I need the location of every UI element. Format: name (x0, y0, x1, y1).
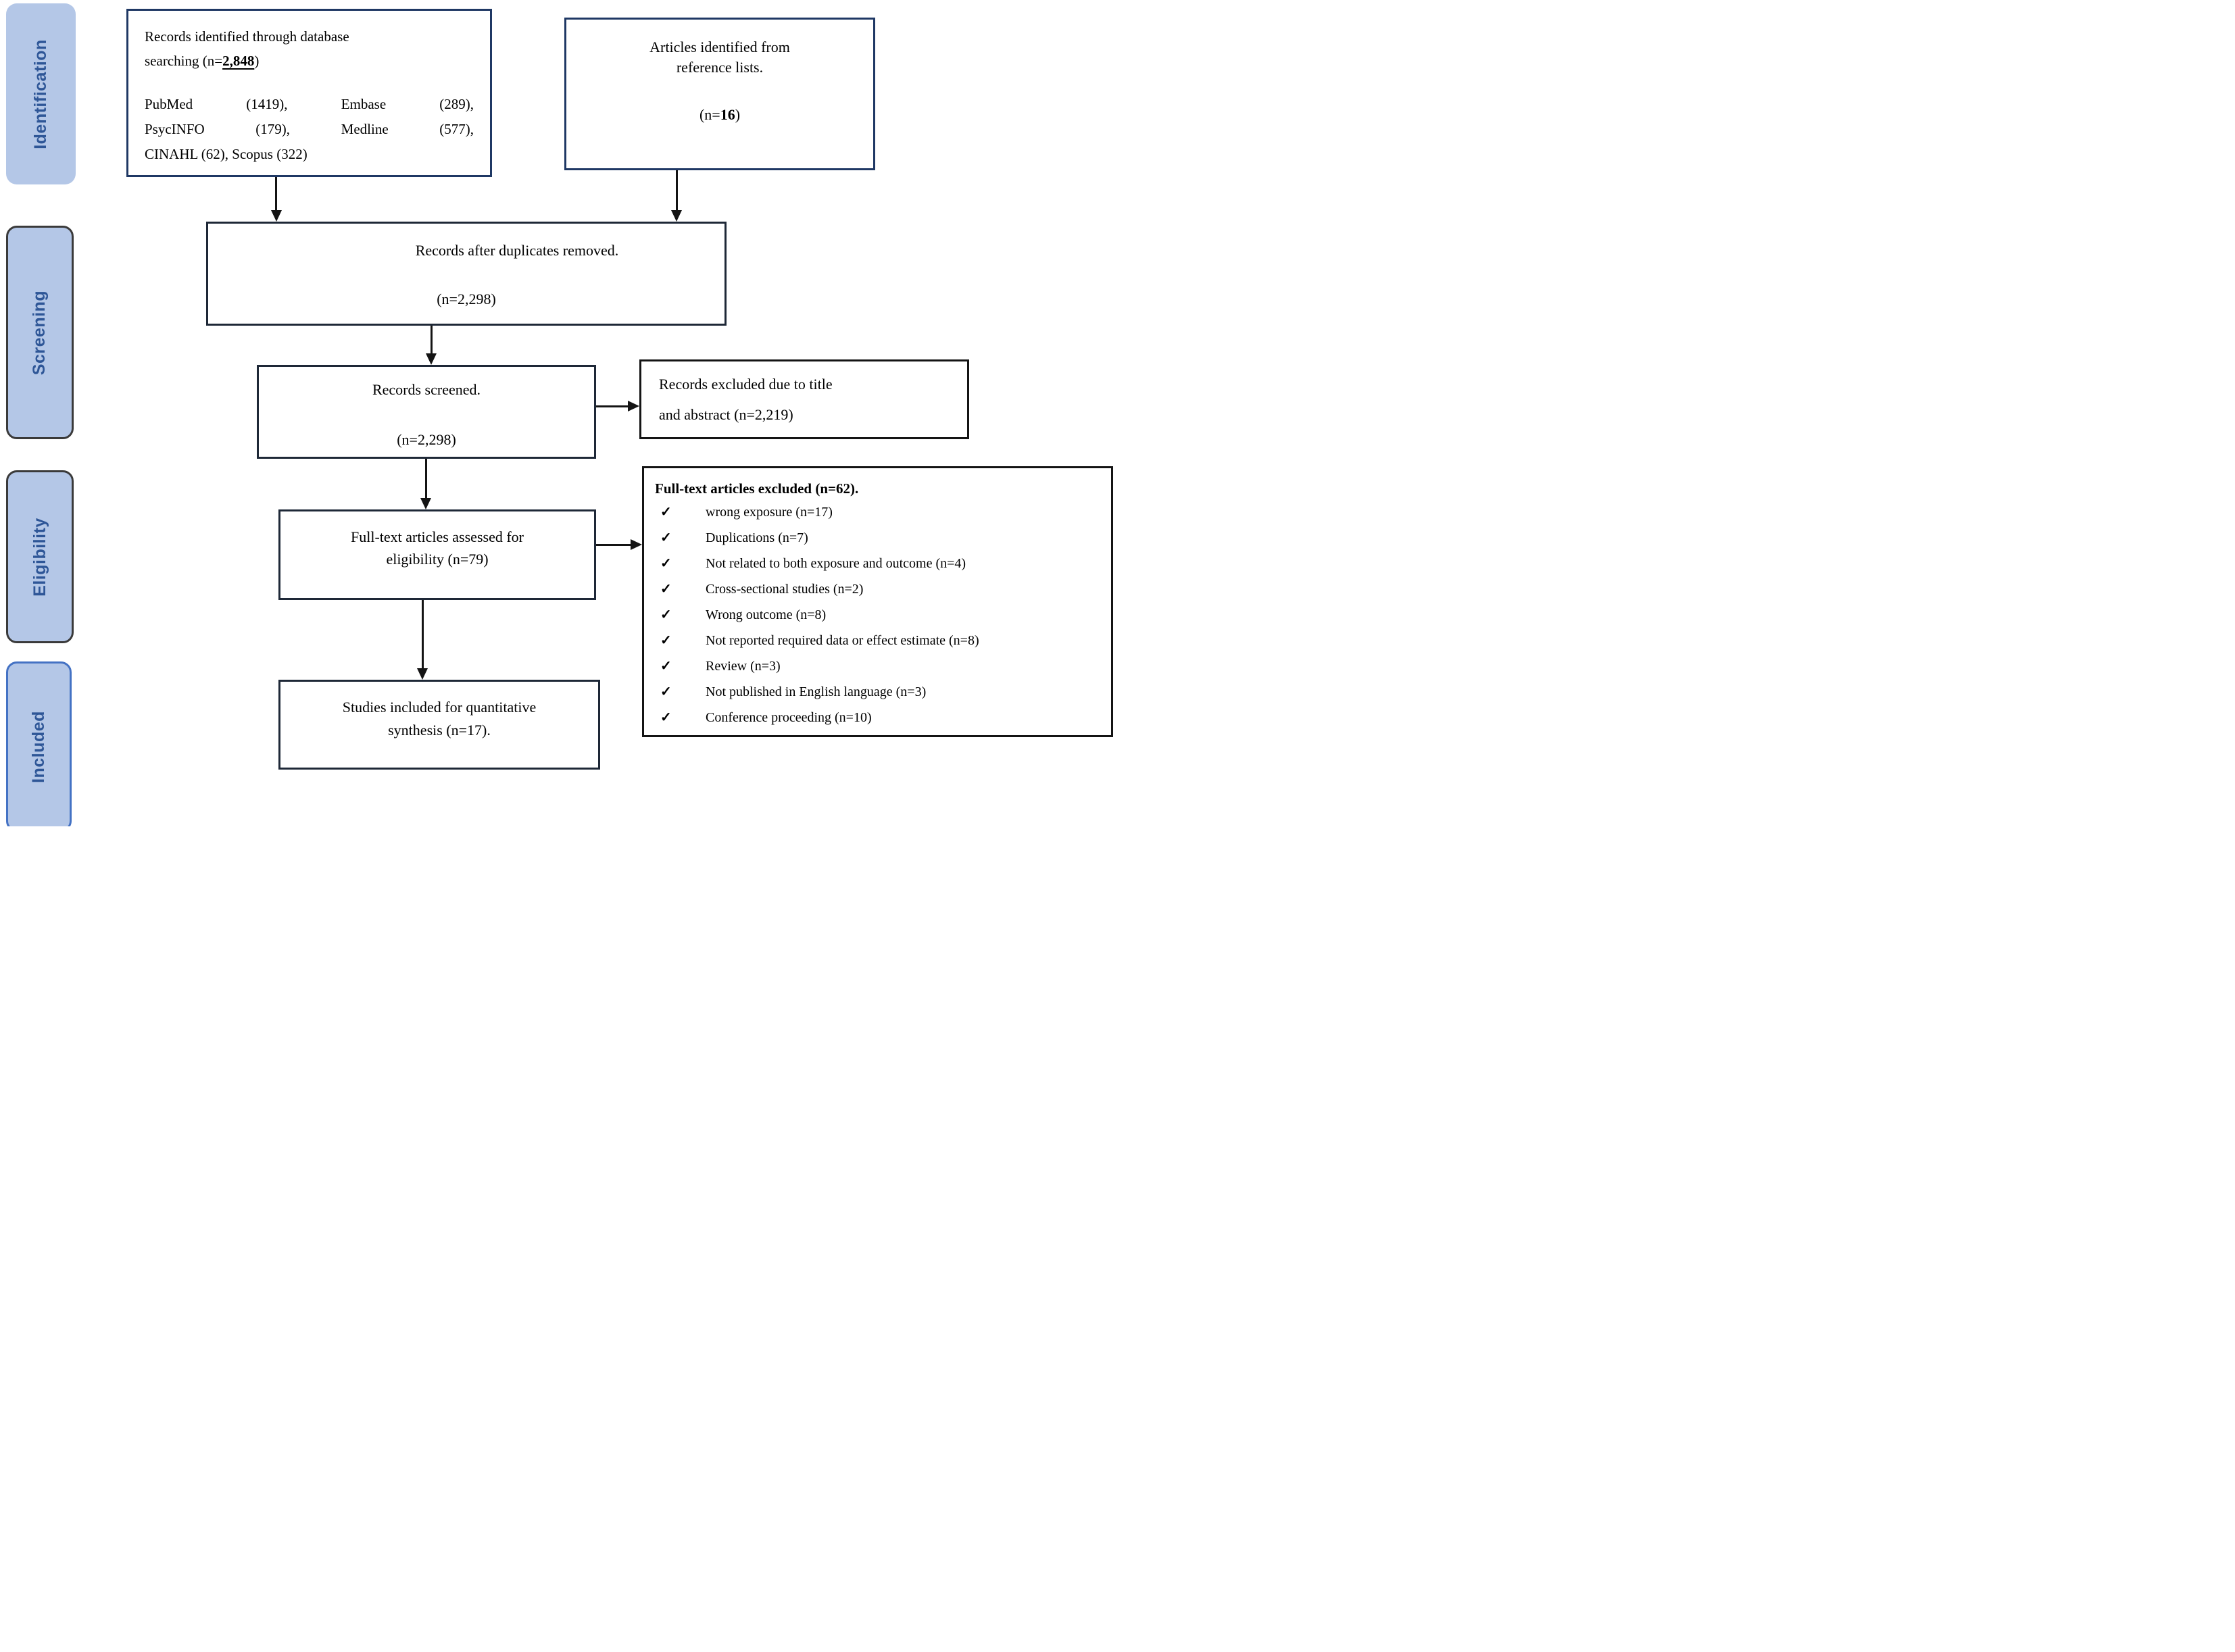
exclusion-reason-item: ✓ Not reported required data or effect e… (655, 628, 1102, 653)
checkmark-icon: ✓ (660, 582, 672, 597)
arrow-down-icon (426, 353, 437, 365)
checkmark-icon: ✓ (660, 659, 672, 674)
arrow-right-icon (631, 539, 642, 550)
exclusion-reason-text: Not published in English language (n=3) (706, 684, 927, 699)
exclusion-reason-text: Review (n=3) (706, 659, 781, 674)
arrow-identified-to-duplicates (275, 177, 277, 211)
exclusion-reason-text: Cross-sectional studies (n=2) (706, 582, 864, 597)
arrow-down-icon (271, 210, 282, 222)
box-records-identified-title: Records identified through database sear… (145, 28, 349, 69)
box-records-screened: Records screened. (n=2,298) (257, 365, 596, 459)
box-studies-included: Studies included for quantitative synthe… (278, 680, 600, 770)
identified-count: 2,848 (222, 53, 255, 69)
stage-label-eligibility: Eligibility (6, 470, 74, 643)
fulltext-excluded-title: Full-text articles excluded (n=62). (655, 480, 859, 497)
box-duplicates-removed-text: Records after duplicates removed. (415, 242, 619, 259)
exclusion-reason-text: Duplications (n=7) (706, 530, 808, 545)
arrow-duplicates-to-screened (431, 326, 433, 355)
stage-label-identification: Identification (6, 3, 76, 184)
exclusion-reason-item: ✓ Not related to both exposure and outco… (655, 551, 1102, 576)
checkmark-icon: ✓ (660, 684, 672, 699)
stage-label-text: Eligibility (30, 517, 49, 597)
arrow-screened-to-excluded (596, 405, 629, 407)
stage-label-screening: Screening (6, 226, 74, 439)
box-records-screened-text: Records screened. (372, 381, 481, 398)
box-duplicates-removed: Records after duplicates removed. (n=2,2… (206, 222, 727, 326)
exclusion-reason-item: ✓ Not published in English language (n=3… (655, 679, 1102, 705)
records-screened-count: (n=2,298) (397, 431, 456, 448)
checkmark-icon: ✓ (660, 607, 672, 622)
stage-label-text: Screening (30, 290, 49, 375)
arrow-down-icon (420, 498, 431, 509)
exclusion-reason-text: Conference proceeding (n=10) (706, 710, 872, 725)
arrow-fulltext-to-excluded (596, 544, 632, 546)
exclusion-reason-text: Not related to both exposure and outcome… (706, 556, 966, 571)
reference-lists-count: (n=16) (699, 106, 741, 123)
arrow-down-icon (671, 210, 682, 222)
exclusion-reason-item: ✓ Conference proceeding (n=10) (655, 705, 1102, 730)
box-fulltext-excluded: Full-text articles excluded (n=62). ✓ wr… (642, 466, 1113, 737)
exclusion-reason-item: ✓ Review (n=3) (655, 653, 1102, 679)
exclusion-reason-item: ✓ Wrong outcome (n=8) (655, 602, 1102, 628)
database-line: PsycINFO (179), Medline (577), (145, 121, 474, 137)
exclusion-reason-item: ✓ Duplications (n=7) (655, 525, 1102, 551)
box-reference-lists-text: Articles identified from reference lists… (649, 39, 790, 76)
arrow-right-icon (628, 401, 639, 411)
duplicates-removed-count: (n=2,298) (437, 291, 496, 307)
box-fulltext-assessed: Full-text articles assessed for eligibil… (278, 509, 596, 600)
stage-label-text: Included (29, 710, 49, 783)
prisma-flow-diagram: Identification Screening Eligibility Inc… (0, 0, 1118, 826)
box-reference-lists: Articles identified from reference lists… (564, 18, 875, 170)
exclusion-reason-text: Not reported required data or effect est… (706, 633, 979, 648)
exclusion-reason-item: ✓ Cross-sectional studies (n=2) (655, 576, 1102, 602)
stage-label-text: Identification (31, 39, 50, 149)
exclusion-reasons-list: ✓ wrong exposure (n=17) ✓ Duplications (… (655, 499, 1102, 730)
checkmark-icon: ✓ (660, 710, 672, 725)
checkmark-icon: ✓ (660, 633, 672, 648)
box-records-identified: Records identified through database sear… (126, 9, 492, 177)
exclusion-reason-text: Wrong outcome (n=8) (706, 607, 827, 622)
exclusion-reason-text: wrong exposure (n=17) (706, 505, 833, 520)
arrow-references-to-duplicates (676, 170, 678, 211)
arrow-down-icon (417, 668, 428, 680)
arrow-screened-to-fulltext (425, 459, 427, 499)
exclusion-reason-item: ✓ wrong exposure (n=17) (655, 499, 1102, 525)
database-breakdown: PubMed (1419), Embase (289), PsycINFO (17… (145, 92, 474, 167)
checkmark-icon: ✓ (660, 530, 672, 545)
database-line: PubMed (1419), Embase (289), (145, 96, 474, 112)
checkmark-icon: ✓ (660, 505, 672, 520)
stage-label-included: Included (6, 661, 72, 826)
box-records-excluded: Records excluded due to title and abstra… (639, 359, 969, 439)
checkmark-icon: ✓ (660, 556, 672, 571)
arrow-fulltext-to-included (422, 600, 424, 670)
database-line: CINAHL (62), Scopus (322) (145, 146, 308, 162)
